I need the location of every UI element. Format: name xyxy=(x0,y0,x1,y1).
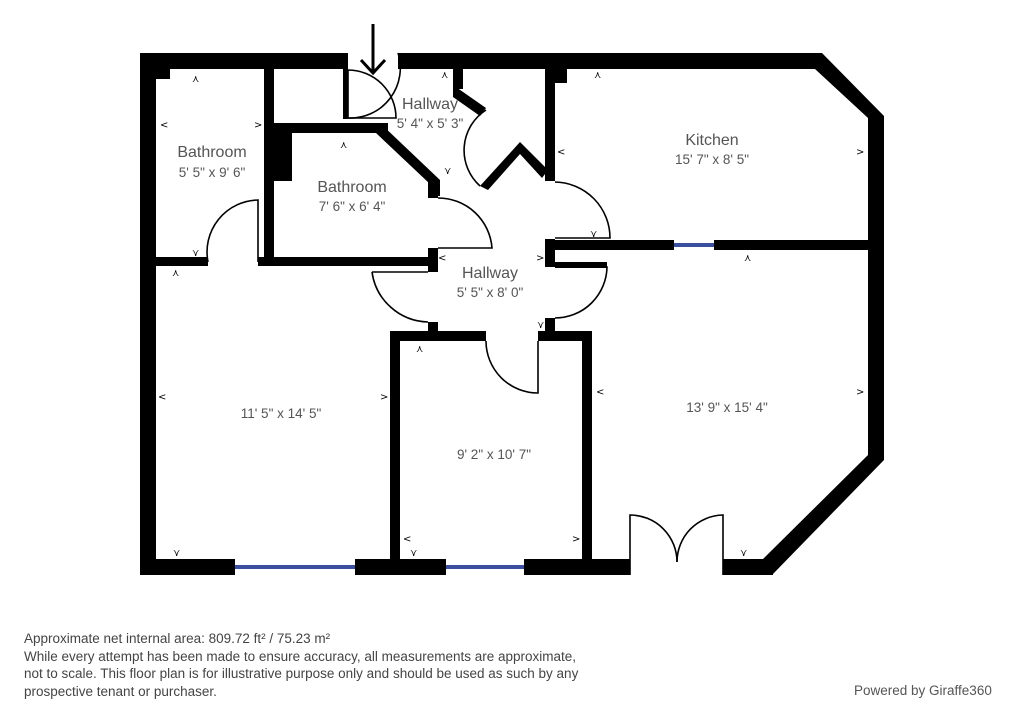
svg-text:⋎: ⋎ xyxy=(410,548,417,559)
svg-text:⋎: ⋎ xyxy=(740,548,747,559)
svg-text:<: < xyxy=(438,253,446,264)
room-dimensions: 5' 4" x 5' 3" xyxy=(397,116,464,131)
net-area-text: Approximate net internal area: 809.72 ft… xyxy=(24,631,331,646)
windows xyxy=(235,243,714,569)
svg-text:<: < xyxy=(160,120,168,131)
disclaimer-line: While every attempt has been made to ens… xyxy=(24,648,577,664)
area-disclaimer: Approximate net internal area: 809.72 ft… xyxy=(24,630,644,700)
room-name: Bathroom xyxy=(317,179,386,196)
room-middle: 9' 2" x 10' 7" xyxy=(457,447,531,462)
svg-text:⋎: ⋎ xyxy=(192,248,199,259)
room-dimensions: 15' 7" x 8' 5" xyxy=(675,152,749,167)
dimension-markers: ⋏ < > ⋎ ⋏ ⋏ ⋏ ⋎ ⋏ < > ⋎ ⋏ < > ⋏ ⋎ < > < … xyxy=(158,70,864,559)
svg-text:<: < xyxy=(596,387,604,398)
svg-text:>: > xyxy=(572,534,580,545)
room-name: Kitchen xyxy=(685,132,738,149)
room-hallway-1: Hallway 5' 4" x 5' 3" xyxy=(397,96,464,131)
room-name: Bathroom xyxy=(177,144,246,161)
room-dimensions: 9' 2" x 10' 7" xyxy=(457,447,531,462)
room-name: Hallway xyxy=(402,96,458,113)
disclaimer-line: prospective tenant or purchaser. xyxy=(24,683,217,699)
doors xyxy=(206,52,724,575)
svg-text:⋎: ⋎ xyxy=(173,548,180,559)
svg-text:>: > xyxy=(856,147,864,158)
svg-text:⋏: ⋏ xyxy=(172,268,179,279)
svg-text:⋎: ⋎ xyxy=(590,229,597,240)
exterior-walls xyxy=(140,53,884,575)
interior-walls xyxy=(156,69,868,575)
powered-by-credit: Powered by Giraffe360 xyxy=(854,683,992,698)
svg-text:⋏: ⋏ xyxy=(192,74,199,85)
room-hallway-2: Hallway 5' 5" x 8' 0" xyxy=(457,265,524,300)
svg-text:<: < xyxy=(557,147,565,158)
svg-text:⋏: ⋏ xyxy=(744,253,751,264)
disclaimer-line: not to scale. This floor plan is for ill… xyxy=(24,666,579,681)
svg-text:>: > xyxy=(380,392,388,403)
svg-text:<: < xyxy=(403,534,411,545)
room-name: Hallway xyxy=(462,265,518,282)
room-dimensions: 5' 5" x 9' 6" xyxy=(179,165,246,180)
svg-text:>: > xyxy=(856,387,864,398)
room-left: 11' 5" x 14' 5" xyxy=(241,406,322,421)
svg-text:⋎: ⋎ xyxy=(537,320,544,331)
room-bathroom-2: Bathroom 7' 6" x 6' 4" xyxy=(317,179,386,214)
room-kitchen: Kitchen 15' 7" x 8' 5" xyxy=(675,132,749,167)
svg-text:⋏: ⋏ xyxy=(441,70,448,81)
room-bathroom-1: Bathroom 5' 5" x 9' 6" xyxy=(177,144,246,180)
svg-text:⋏: ⋏ xyxy=(594,70,601,81)
svg-text:>: > xyxy=(254,120,262,131)
svg-text:>: > xyxy=(536,253,544,264)
svg-text:<: < xyxy=(158,392,166,403)
entrance-arrow-icon xyxy=(359,24,387,76)
room-right: 13' 9" x 15' 4" xyxy=(686,400,768,415)
room-dimensions: 5' 5" x 8' 0" xyxy=(457,285,524,300)
room-dimensions: 7' 6" x 6' 4" xyxy=(319,199,386,214)
room-dimensions: 11' 5" x 14' 5" xyxy=(241,406,322,421)
room-dimensions: 13' 9" x 15' 4" xyxy=(686,400,768,415)
svg-text:⋏: ⋏ xyxy=(416,344,423,355)
svg-text:⋎: ⋎ xyxy=(444,166,451,177)
svg-text:⋏: ⋏ xyxy=(340,140,347,151)
